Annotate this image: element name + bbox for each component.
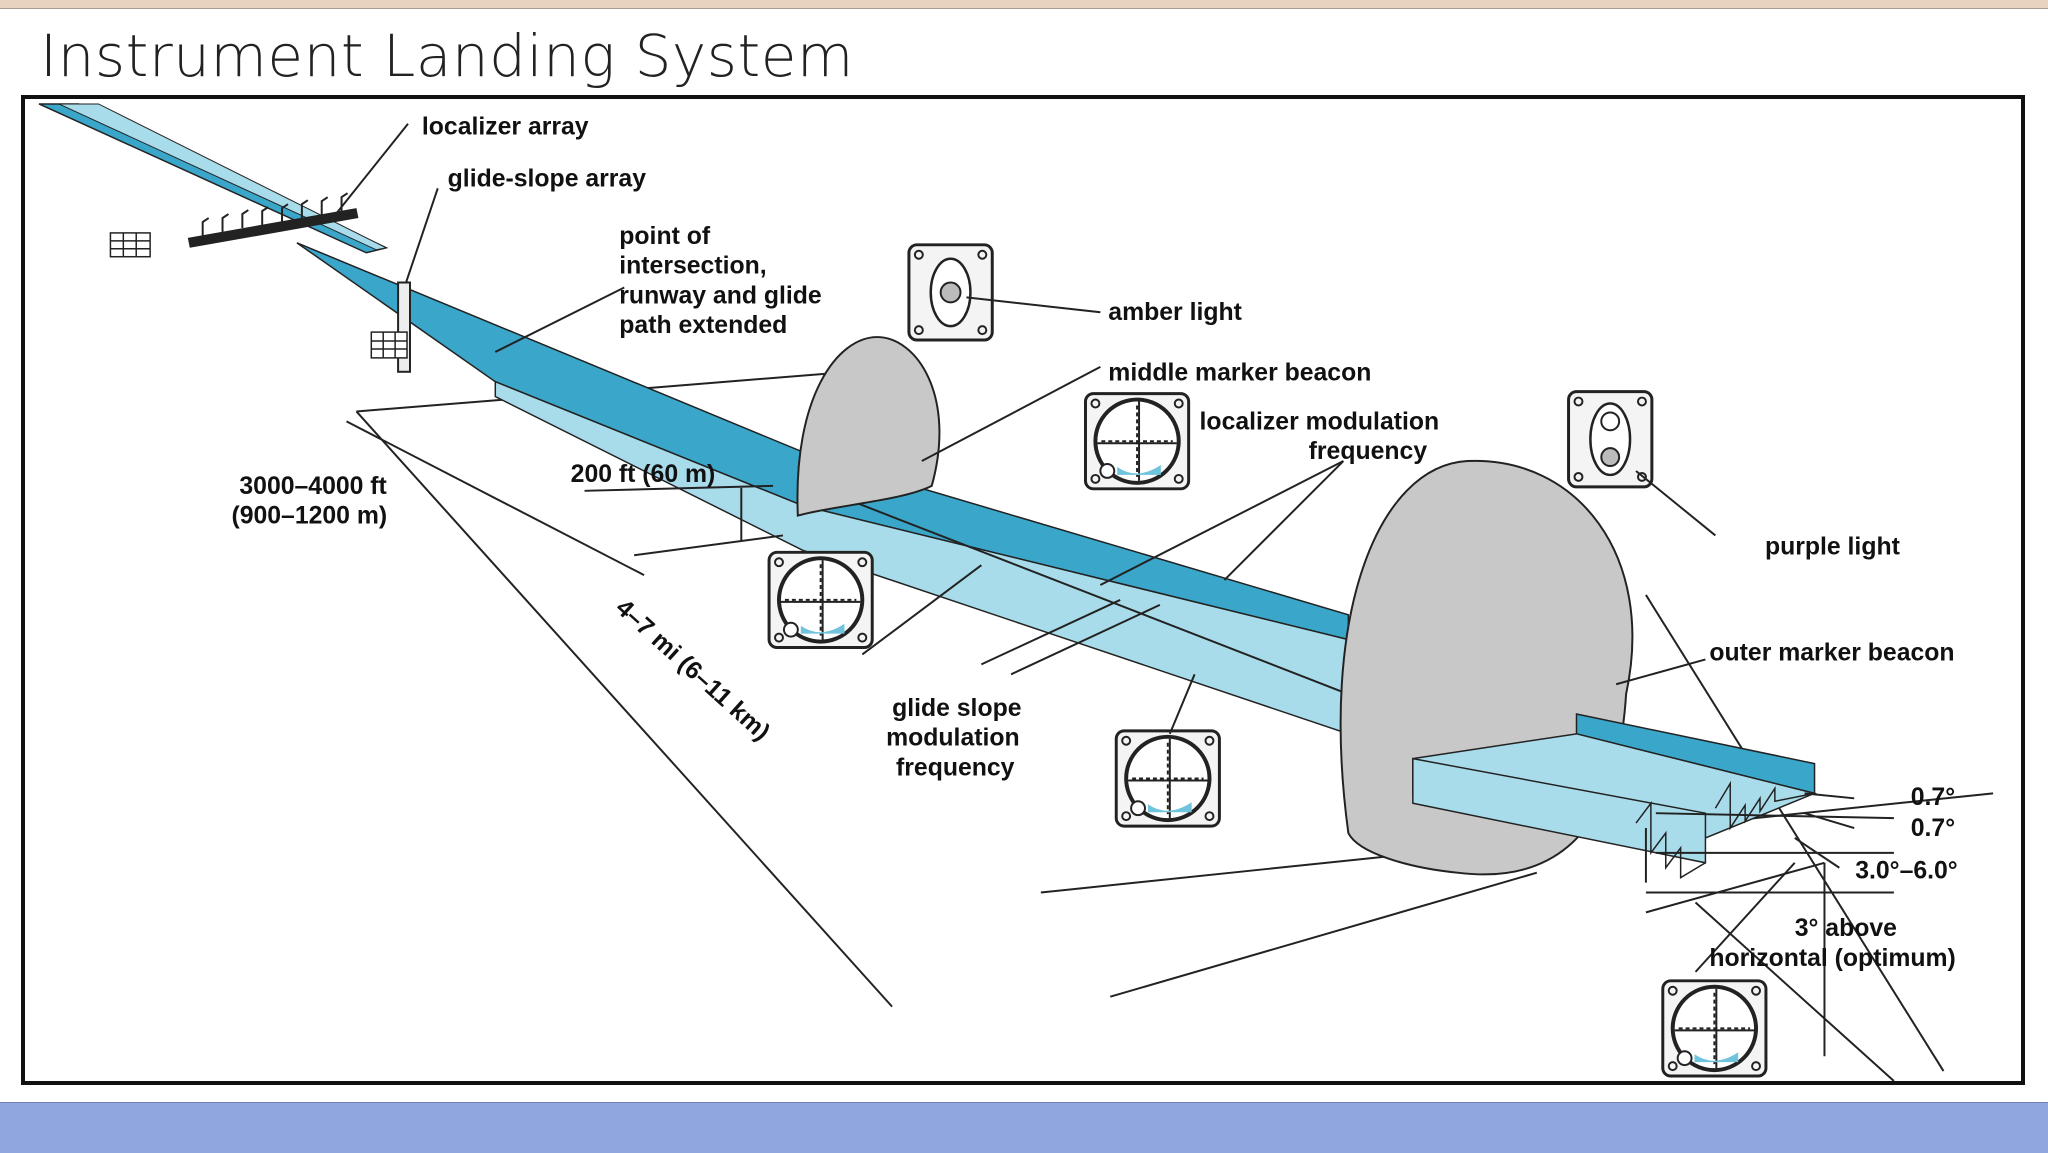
localizer-modulation-label-line1: localizer modulation	[1200, 408, 1440, 435]
glide-slope-modulation-label-line2: modulation	[886, 725, 1020, 752]
angle-label-0-7-top: 0.7°	[1911, 784, 1955, 811]
localizer-array-label: localizer array	[422, 114, 589, 141]
intersection-label-line4: path extended	[619, 312, 787, 339]
glide-slope-modulation-label-line1: glide slope	[892, 695, 1021, 722]
angle-range-label: 3.0°–6.0°	[1855, 858, 1958, 885]
glide-slope-modulation-label-line3: frequency	[896, 754, 1015, 781]
top-strip	[0, 0, 2048, 9]
amber-light-label: amber light	[1108, 299, 1242, 326]
distance-ft-label-line1: 3000–4000 ft	[239, 473, 386, 500]
height-200ft-label: 200 ft (60 m)	[571, 461, 716, 488]
beam-sawtooth	[1635, 801, 1706, 879]
ils-indicator-icon	[1114, 728, 1222, 829]
intersection-label-line3: runway and glide	[619, 282, 821, 309]
glide-slope-array-label: glide-slope array	[448, 165, 647, 192]
ils-diagram-svg: localizer array glide-slope array point …	[38, 103, 1994, 1081]
ils-diagram: localizer array glide-slope array point …	[21, 95, 2025, 1085]
building-icon	[109, 232, 151, 258]
page-title: Instrument Landing System	[40, 22, 854, 90]
above-horizontal-label-line2: horizontal (optimum)	[1709, 945, 1955, 972]
middle-marker-label: middle marker beacon	[1108, 360, 1371, 387]
amber-light-icon	[907, 243, 994, 342]
localizer-modulation-label-line2: frequency	[1309, 438, 1428, 465]
outer-marker-label: outer marker beacon	[1709, 639, 1954, 666]
ils-indicator-icon	[767, 550, 875, 650]
slide-footer-band	[0, 1102, 2048, 1153]
purple-light-icon	[1567, 390, 1654, 489]
intersection-label-line2: intersection,	[619, 253, 766, 280]
localizer-beam-far-light	[58, 103, 388, 251]
ils-indicator-icon	[1660, 978, 1768, 1079]
antenna-array-icon	[187, 192, 359, 248]
glide-slope-antenna-icon	[397, 281, 411, 373]
middle-marker-dome	[796, 336, 941, 517]
distance-mi-label: 4–7 mi (6–11 km)	[610, 594, 774, 746]
purple-light-label: purple light	[1765, 533, 1900, 560]
above-horizontal-label-line1: 3° above	[1795, 915, 1897, 942]
angle-label-0-7-bottom: 0.7°	[1911, 815, 1955, 842]
intersection-label-line1: point of	[619, 223, 711, 250]
distance-ft-label-line2: (900–1200 m)	[231, 503, 387, 530]
building-icon	[370, 331, 408, 359]
ils-indicator-icon	[1083, 391, 1191, 491]
